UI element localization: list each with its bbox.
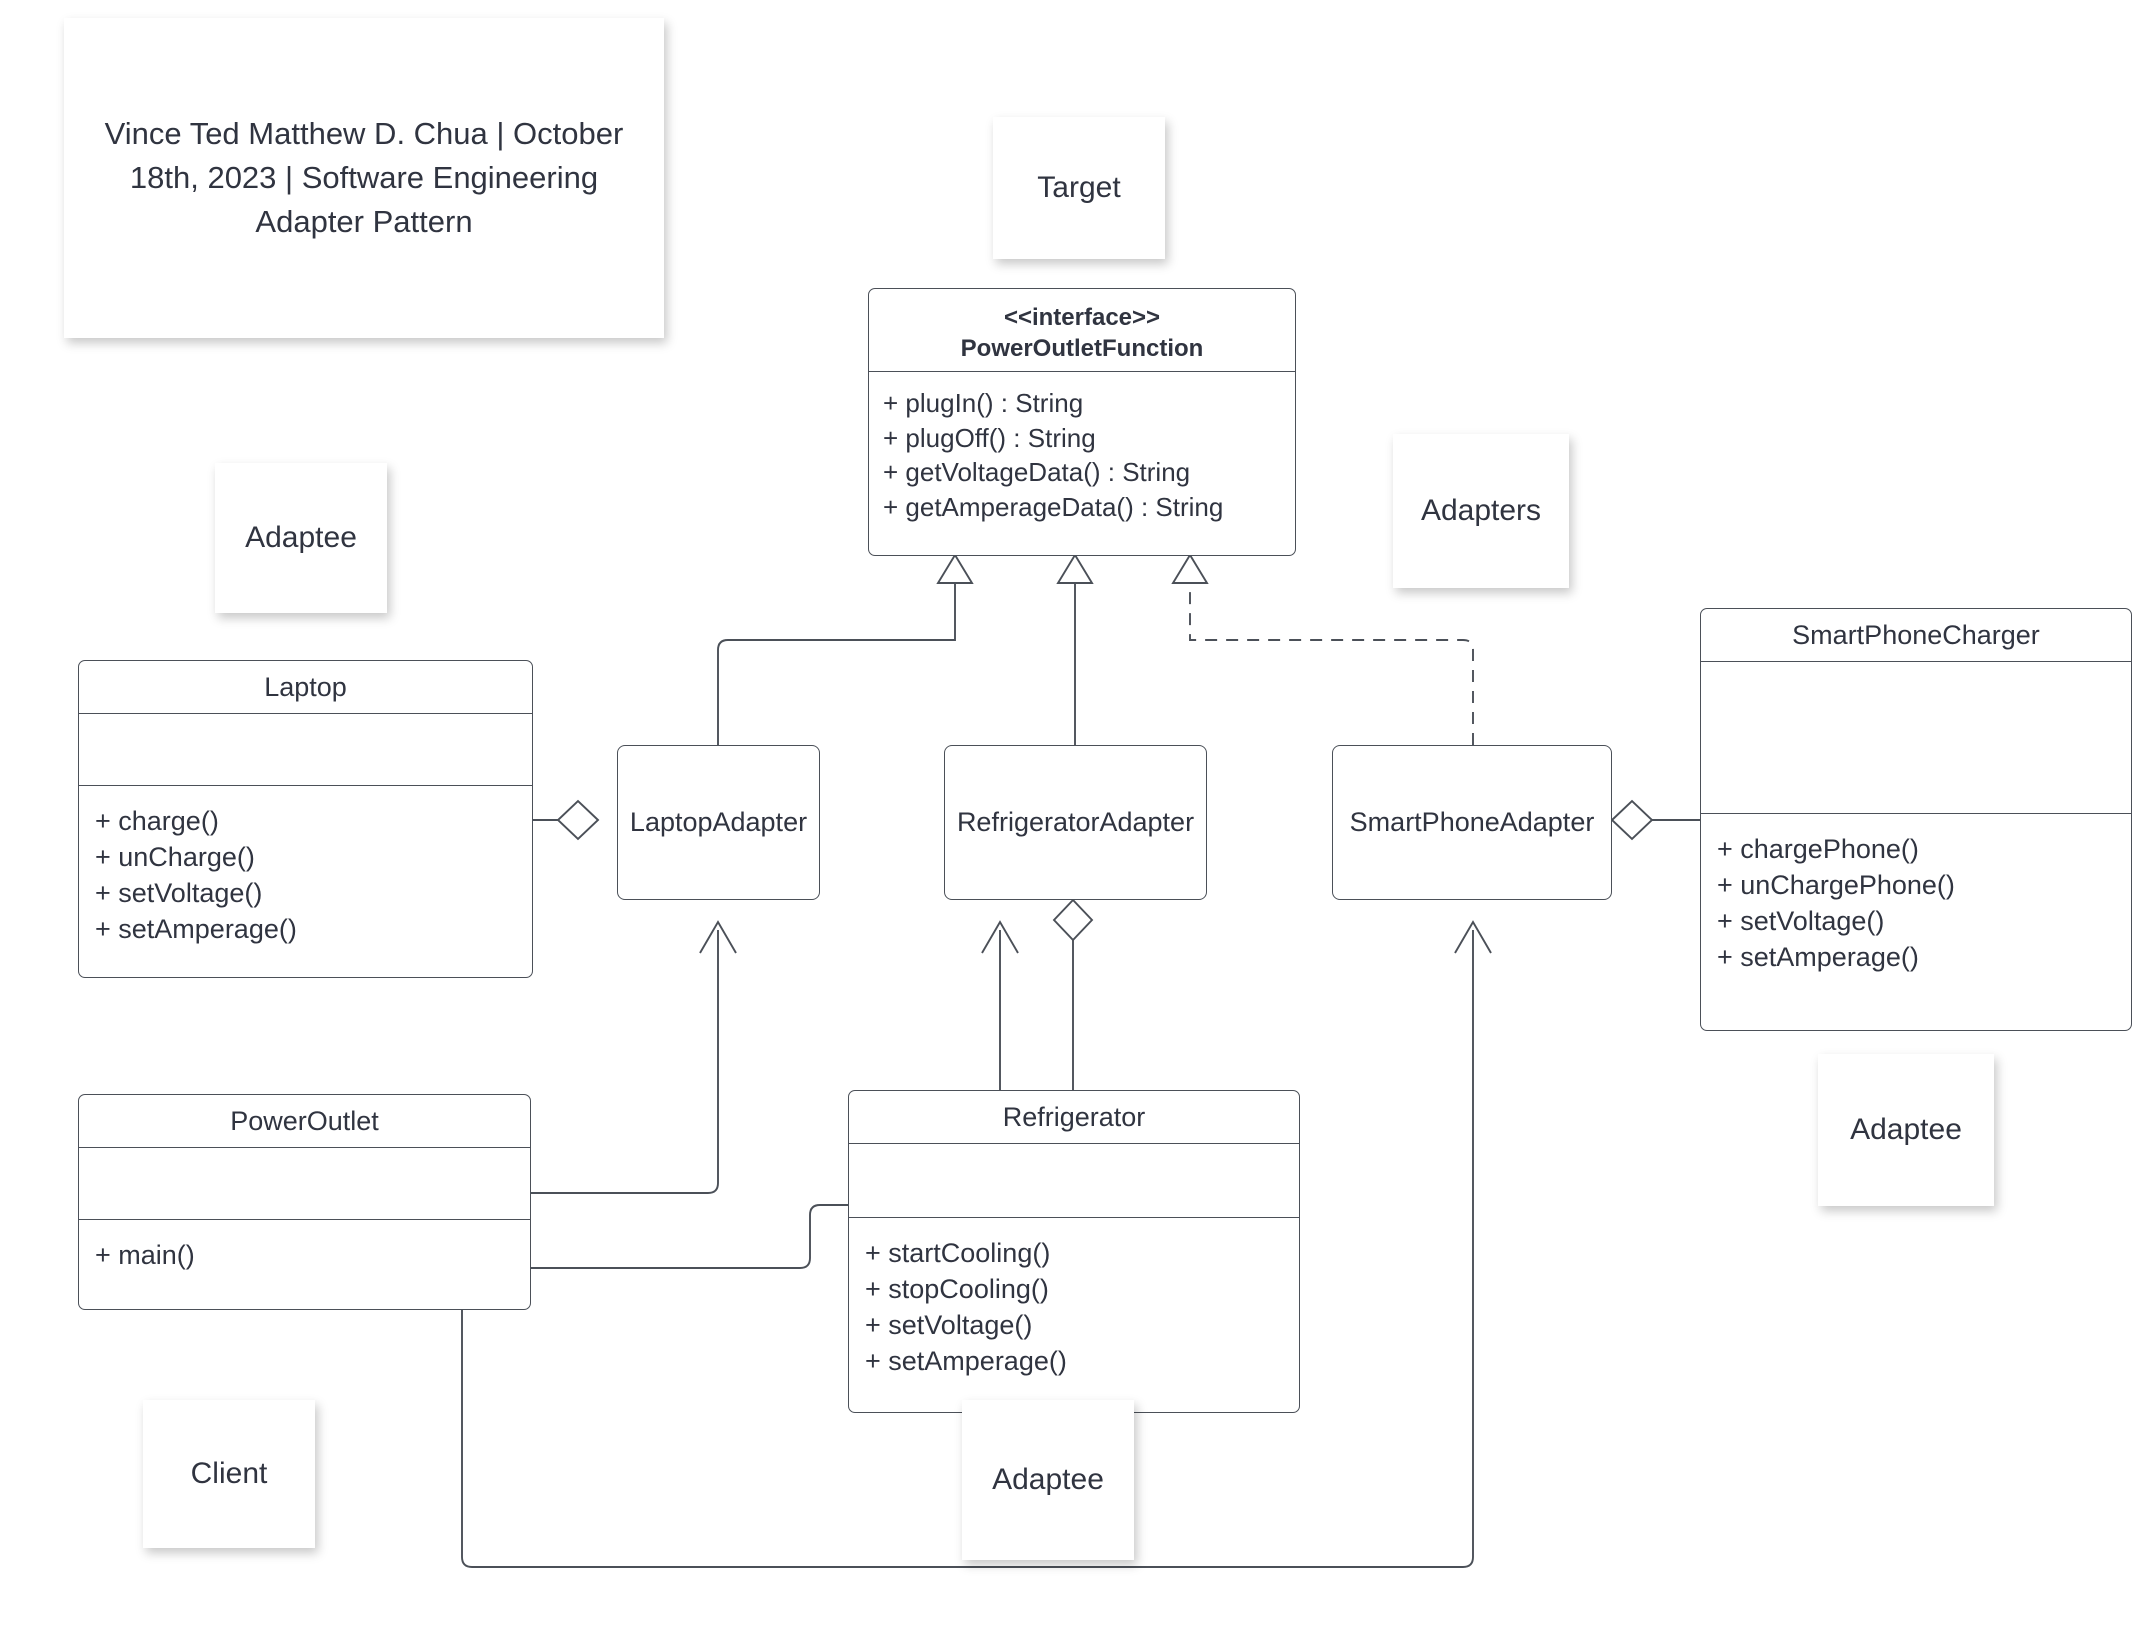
operation-row: + unCharge() [95, 841, 255, 872]
class-operations-smartphonecharger: + chargePhone() + unChargePhone() + setV… [1701, 813, 2131, 990]
note-adapters: Adapters [1393, 434, 1569, 588]
operation-row: + setAmperage() [1717, 941, 1919, 972]
class-title-smartphonecharger: SmartPhoneCharger [1792, 620, 2040, 650]
class-box-refrigerator[interactable]: Refrigerator + startCooling() + stopCool… [848, 1090, 1300, 1413]
note-adaptee-right-label: Adaptee [1850, 1113, 1962, 1146]
note-target-label: Target [1037, 171, 1121, 204]
class-title-poweroutletfunction: <<interface>> PowerOutletFunction [869, 289, 1295, 371]
class-attributes-refrigerator [849, 1143, 1299, 1217]
class-operations-refrigerator: + startCooling() + stopCooling() + setVo… [849, 1217, 1299, 1394]
edge-laptop-to-laptopadapter [533, 799, 600, 841]
operation-row: + plugIn() : String [883, 388, 1084, 418]
class-title-laptopadapter: LaptopAdapter [629, 807, 808, 837]
class-title-refrigerator: Refrigerator [1002, 1102, 1146, 1132]
note-adapters-label: Adapters [1420, 494, 1542, 527]
class-box-smartphoneadapter[interactable]: SmartPhoneAdapter [1332, 745, 1612, 900]
class-box-laptop[interactable]: Laptop + charge() + unCharge() + setVolt… [78, 660, 533, 978]
class-attributes-smartphonecharger [1701, 661, 2131, 813]
class-box-poweroutletfunction[interactable]: <<interface>> PowerOutletFunction + plug… [868, 288, 1296, 556]
note-client: Client [143, 1400, 315, 1548]
operation-row: + setAmperage() [95, 913, 297, 944]
class-operations-laptop: + charge() + unCharge() + setVoltage() +… [79, 785, 532, 962]
edge-refrigerator-to-refrigeratoradapter [1052, 898, 1094, 1090]
title-card: Vince Ted Matthew D. Chua | October 18th… [64, 18, 664, 338]
edge-refrigeratoradapter-to-interface [1056, 553, 1094, 745]
class-attributes-laptop [79, 713, 532, 785]
note-adaptee-bottom: Adaptee [962, 1400, 1134, 1560]
title-card-text: Vince Ted Matthew D. Chua | October 18th… [104, 115, 624, 239]
operation-row: + setVoltage() [95, 877, 263, 908]
class-name: PowerOutletFunction [960, 334, 1204, 362]
class-box-smartphonecharger[interactable]: SmartPhoneCharger + chargePhone() + unCh… [1700, 608, 2132, 1031]
class-title-poweroutlet: PowerOutlet [230, 1106, 379, 1136]
edge-laptopadapter-to-interface [717, 553, 974, 745]
class-title-laptop: Laptop [264, 672, 347, 702]
class-box-poweroutlet[interactable]: PowerOutlet + main() [78, 1094, 531, 1310]
note-adaptee-left-label: Adaptee [245, 521, 357, 554]
edge-smartphonecharger-to-smartphoneadapter [1610, 799, 1700, 841]
class-box-laptopadapter[interactable]: LaptopAdapter [617, 745, 820, 900]
operation-row: + main() [95, 1240, 195, 1270]
operation-row: + setAmperage() [865, 1345, 1067, 1376]
operation-row: + plugOff() : String [883, 422, 1096, 453]
operation-row: + chargePhone() [1717, 834, 1919, 864]
operation-row: + unChargePhone() [1717, 869, 1955, 900]
operation-row: + setVoltage() [865, 1309, 1033, 1340]
note-adaptee-bottom-label: Adaptee [992, 1463, 1104, 1496]
operation-row: + getVoltageData() : String [883, 457, 1191, 488]
operation-row: + charge() [95, 806, 219, 836]
class-stereotype: <<interface>> [1003, 304, 1161, 331]
class-title-smartphoneadapter: SmartPhoneAdapter [1349, 807, 1595, 837]
operation-row: + setVoltage() [1717, 905, 1885, 936]
class-attributes-poweroutlet [79, 1147, 530, 1219]
note-target: Target [993, 117, 1165, 259]
operation-row: + stopCooling() [865, 1273, 1049, 1304]
note-adaptee-left: Adaptee [215, 463, 387, 613]
class-operations-poweroutletfunction: + plugIn() : String + plugOff() : String… [869, 371, 1295, 536]
class-operations-poweroutlet: + main() [79, 1219, 530, 1288]
note-adaptee-right: Adaptee [1818, 1054, 1994, 1206]
edge-poweroutlet-to-laptopadapter [531, 920, 737, 1194]
note-client-label: Client [190, 1457, 268, 1490]
operation-row: + startCooling() [865, 1238, 1051, 1268]
class-box-refrigeratoradapter[interactable]: RefrigeratorAdapter [944, 745, 1207, 900]
class-title-refrigeratoradapter: RefrigeratorAdapter [956, 807, 1195, 837]
operation-row: + getAmperageData() : String [883, 491, 1224, 522]
